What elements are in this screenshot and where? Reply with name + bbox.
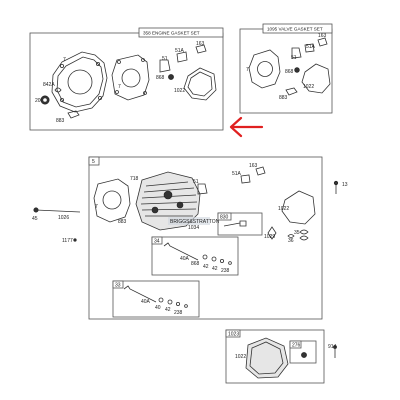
label-238-b: 238: [174, 310, 183, 316]
cylinder-head: [135, 171, 201, 231]
label-5: 5: [92, 159, 95, 165]
label-163-b: 163: [318, 33, 327, 39]
label-883-b: 883: [279, 95, 288, 101]
label-718: 718: [130, 176, 139, 182]
engine-gasket-set-title: 358 ENGINE GASKET SET: [143, 31, 200, 36]
label-42-b: 42: [212, 266, 218, 272]
label-842a: 842A: [43, 82, 55, 88]
label-1029: 1029: [264, 234, 275, 240]
label-40a-a: 40A: [180, 256, 190, 262]
small-gasket-883: [67, 110, 80, 119]
label-868-b: 868: [285, 69, 294, 75]
label-40a-b: 40A: [141, 299, 151, 305]
label-45: 45: [32, 216, 38, 222]
label-238-a: 238: [221, 268, 230, 274]
label-1023: 1023: [228, 332, 239, 338]
label-883-a: 883: [56, 118, 65, 124]
label-51-main: 51: [193, 179, 199, 185]
small-gasket-842a: [54, 87, 62, 93]
engine-gasket-set-panel: 358 ENGINE GASKET SET 7 842A 20: [29, 27, 224, 131]
label-883-main: 883: [118, 219, 127, 225]
seal-868: [168, 74, 174, 80]
label-40: 40: [155, 305, 161, 311]
label-7-c: 7: [246, 67, 249, 73]
label-51: 51: [162, 56, 168, 62]
label-51a: 51A: [175, 48, 185, 54]
label-42-c: 42: [165, 307, 171, 313]
main-valve-cover-gasket: [281, 190, 316, 225]
valve-gasket-set-title: 1095 VALVE GASKET SET: [267, 27, 323, 32]
crankcase-gasket: [51, 51, 108, 113]
bolt-1026: [35, 209, 81, 213]
watermark-badge: [168, 217, 210, 225]
valve-33: [123, 285, 157, 303]
valve-cover-panel: 1023 1022 276 914: [225, 329, 337, 384]
valve-head-gasket: [248, 49, 281, 89]
label-276: 276: [292, 343, 301, 349]
label-1022-cover: 1022: [235, 354, 246, 360]
label-51a-b: 51A: [306, 44, 316, 50]
valve-gasket-set-panel: 1095 VALVE GASKET SET 7 51 51A 163 868 1…: [239, 23, 333, 114]
label-13: 13: [342, 182, 348, 188]
label-33: 33: [115, 283, 121, 289]
label-914: 914: [328, 344, 337, 350]
label-868: 868: [156, 75, 165, 81]
loose-parts: 45 1026 1177 13: [32, 180, 348, 244]
watermark: BRIGGS&STRATTON: [170, 219, 220, 225]
label-36: 36: [288, 238, 294, 244]
valve-cover-gasket: [183, 67, 217, 101]
cylinder-head-assembly-panel: 5 BRIGGS&STRATTON 830: [88, 156, 323, 320]
gasket-163: [195, 44, 207, 54]
label-35: 35: [294, 230, 300, 236]
label-42-a: 42: [203, 264, 209, 270]
label-1022: 1022: [174, 88, 185, 94]
label-830: 830: [220, 215, 229, 221]
label-51-b: 51: [291, 55, 297, 61]
label-868-main: 868: [191, 261, 200, 267]
label-7-main: 7: [95, 204, 98, 210]
label-163-main: 163: [249, 163, 258, 169]
label-7-b: 7: [118, 84, 121, 90]
label-1022-main: 1022: [278, 206, 289, 212]
exhaust-gasket-51a: [176, 51, 188, 63]
highlight-arrow: [229, 116, 264, 138]
label-1177: 1177: [62, 238, 73, 244]
label-1034: 1034: [188, 225, 199, 231]
label-51a-main: 51A: [232, 171, 242, 177]
intake-gasket-51: [159, 59, 171, 73]
label-163: 163: [196, 41, 205, 47]
label-7-a: 7: [63, 57, 66, 63]
label-1026: 1026: [58, 215, 69, 221]
label-34: 34: [154, 239, 160, 245]
label-20: 20: [35, 98, 41, 104]
head-gasket: [111, 54, 150, 101]
label-1022-b: 1022: [303, 84, 314, 90]
main-head-gasket: [93, 178, 131, 223]
valve-34: [163, 242, 199, 261]
